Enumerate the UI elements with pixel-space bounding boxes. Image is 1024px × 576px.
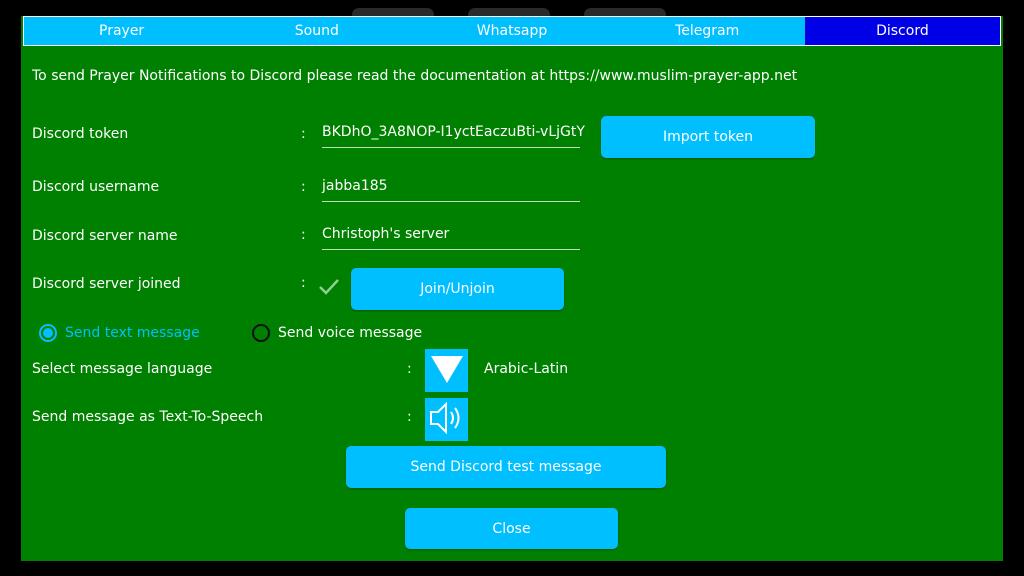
tts-speaker-button[interactable] [425, 398, 468, 441]
send-voice-message-label: Send voice message [278, 325, 423, 341]
discord-username-input[interactable]: jabba185 [322, 171, 580, 202]
language-dropdown-button[interactable] [425, 349, 468, 392]
discord-token-input[interactable]: BKDhO_3A8NOP-I1yctEaczuBti-vLjGtY [322, 117, 585, 148]
tab-discord[interactable]: Discord [804, 17, 1001, 45]
send-text-message-label: Send text message [65, 325, 200, 341]
radio-unselected-icon [252, 324, 270, 342]
close-button[interactable]: Close [405, 508, 618, 549]
tab-sound[interactable]: Sound [294, 23, 339, 39]
discord-settings-panel: Prayer Sound Whatsapp Telegram Discord T… [21, 16, 1003, 561]
import-token-button[interactable]: Import token [601, 116, 815, 158]
separator: : [301, 179, 306, 195]
discord-username-label: Discord username [32, 179, 160, 195]
send-voice-message-radio[interactable]: Send voice message [252, 324, 422, 342]
message-language-label: Select message language [32, 361, 213, 377]
separator: : [407, 409, 412, 425]
join-unjoin-button[interactable]: Join/Unjoin [351, 268, 564, 310]
separator: : [301, 126, 306, 142]
checkmark-icon [318, 278, 340, 300]
discord-server-joined-label: Discord server joined [32, 276, 181, 292]
speaker-icon [428, 400, 466, 440]
selected-language-value: Arabic-Latin [484, 361, 569, 377]
tab-whatsapp[interactable]: Whatsapp [476, 23, 548, 39]
separator: : [407, 361, 412, 377]
send-text-message-radio[interactable]: Send text message [39, 324, 200, 342]
dropdown-triangle-icon [430, 354, 464, 388]
discord-token-label: Discord token [32, 126, 129, 142]
separator: : [301, 275, 306, 291]
separator: : [301, 227, 306, 243]
tab-telegram[interactable]: Telegram [675, 23, 740, 39]
tab-bar: Prayer Sound Whatsapp Telegram Discord [23, 16, 1001, 46]
documentation-info-text: To send Prayer Notifications to Discord … [32, 68, 798, 84]
discord-server-name-label: Discord server name [32, 228, 178, 244]
tab-prayer[interactable]: Prayer [99, 23, 145, 39]
discord-server-name-input[interactable]: Christoph's server [322, 219, 580, 250]
radio-selected-icon [39, 324, 57, 342]
tts-label: Send message as Text-To-Speech [32, 409, 264, 425]
send-discord-test-message-button[interactable]: Send Discord test message [346, 446, 666, 488]
